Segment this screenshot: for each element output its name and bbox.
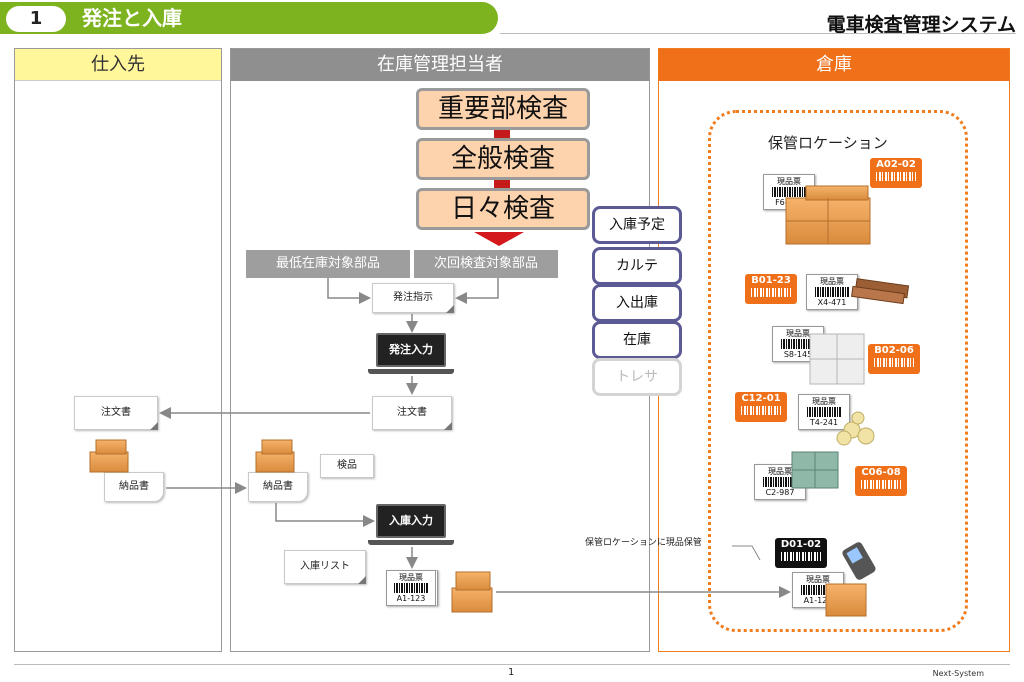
barcode-icon [751, 288, 791, 297]
delivery-note-supplier: 納品書 [104, 472, 164, 502]
ticket-title: 現品票 [768, 467, 792, 476]
barcode-icon [815, 287, 849, 297]
barcode-icon [741, 406, 781, 415]
ticket-code: S8-145 [783, 350, 813, 359]
purchase-order-doc-supplier: 注文書 [74, 396, 158, 430]
footer-divider [14, 664, 1010, 665]
purchase-order-doc-inventory: 注文書 [372, 396, 452, 430]
ticket-title: 現品票 [399, 573, 423, 582]
barcode-icon [781, 552, 821, 561]
ticket-title: 現品票 [820, 277, 844, 286]
location-code: B02-06 [874, 345, 914, 356]
barcode-icon [781, 339, 815, 349]
lane-warehouse: 倉庫 [658, 48, 1010, 652]
inspection-item-doc: 検品 [320, 454, 374, 478]
storage-location-area [708, 110, 968, 632]
order-entry-laptop: 発注入力 [376, 333, 446, 367]
system-title: 電車検査管理システム [826, 14, 1016, 36]
ticket-code: A1-123 [803, 596, 833, 605]
ticket-s8-145: 現品票 S8-145 [772, 326, 824, 362]
barcode-icon [394, 583, 428, 593]
company-name: Next-System [932, 669, 984, 678]
ticket-code: A1-123 [396, 594, 426, 603]
barcode-icon [763, 477, 797, 487]
laptop-base [368, 540, 454, 545]
inspection-general: 全般検査 [416, 138, 590, 180]
inspection-connector [494, 130, 510, 138]
page-number: 1 [508, 667, 515, 678]
location-tag-b01-23: B01-23 [745, 274, 797, 304]
barcode-icon [772, 187, 806, 197]
db-receipt-plan: 入庫予定 [592, 206, 682, 244]
lane-inventory-title: 在庫管理担当者 [231, 49, 649, 81]
section-header-bar: 1 発注と入庫 [0, 2, 498, 34]
location-code: C06-08 [861, 467, 901, 478]
ticket-code: T4-241 [809, 418, 839, 427]
next-inspection-parts-label: 次回検査対象部品 [414, 250, 558, 278]
section-number: 1 [6, 6, 66, 32]
location-tag-a02-02: A02-02 [870, 158, 922, 188]
location-code: A02-02 [876, 159, 916, 170]
inspection-major-parts: 重要部検査 [416, 88, 590, 130]
barcode-icon [874, 358, 914, 367]
ticket-x4-471: 現品票 X4-471 [806, 274, 858, 310]
laptop-base [368, 369, 454, 374]
location-code: C12-01 [741, 393, 781, 404]
ticket-a1-123-warehouse: 現品票 A1-123 [792, 572, 844, 608]
inspection-connector [494, 180, 510, 188]
ticket-code: C2-987 [765, 488, 795, 497]
lane-supplier: 仕入先 [14, 48, 222, 652]
db-trace: トレサ [592, 358, 682, 396]
min-stock-parts-label: 最低在庫対象部品 [246, 250, 410, 278]
lane-supplier-title: 仕入先 [15, 49, 221, 81]
ticket-code: F6-552 [775, 198, 803, 207]
ticket-t4-241: 現品票 T4-241 [798, 394, 850, 430]
header-divider [500, 33, 1016, 34]
location-code: D01-02 [780, 539, 822, 550]
inspection-daily: 日々検査 [416, 188, 590, 230]
store-note: 保管ロケーションに現品保管 [585, 538, 702, 548]
ticket-title: 現品票 [777, 177, 801, 186]
ticket-c2-987: 現品票 C2-987 [754, 464, 806, 500]
ticket-title: 現品票 [806, 575, 830, 584]
barcode-icon [801, 585, 835, 595]
barcode-icon [861, 480, 901, 489]
location-tag-b02-06: B02-06 [868, 344, 920, 374]
lane-warehouse-title: 倉庫 [659, 49, 1009, 81]
location-tag-c06-08: C06-08 [855, 466, 907, 496]
ticket-f6-552: 現品票 F6-552 [763, 174, 815, 210]
ticket-code: X4-471 [817, 298, 847, 307]
location-code: B01-23 [751, 275, 791, 286]
location-tag-c12-01: C12-01 [735, 392, 787, 422]
db-stock: 在庫 [592, 321, 682, 359]
order-instruction-doc: 発注指示 [372, 283, 454, 313]
ticket-a1-123-inventory: 現品票 A1-123 [386, 570, 438, 606]
ticket-title: 現品票 [812, 397, 836, 406]
location-tag-d01-02: D01-02 [775, 538, 827, 568]
db-in-out: 入出庫 [592, 284, 682, 322]
barcode-icon [876, 172, 916, 181]
db-record: カルテ [592, 247, 682, 285]
ticket-title: 現品票 [786, 329, 810, 338]
receipt-list-doc: 入庫リスト [284, 550, 366, 584]
storage-location-label: 保管ロケーション [768, 134, 888, 152]
section-title: 発注と入庫 [82, 6, 182, 30]
delivery-note-inventory: 納品書 [248, 472, 308, 502]
barcode-icon [807, 407, 841, 417]
receipt-entry-laptop: 入庫入力 [376, 504, 446, 538]
